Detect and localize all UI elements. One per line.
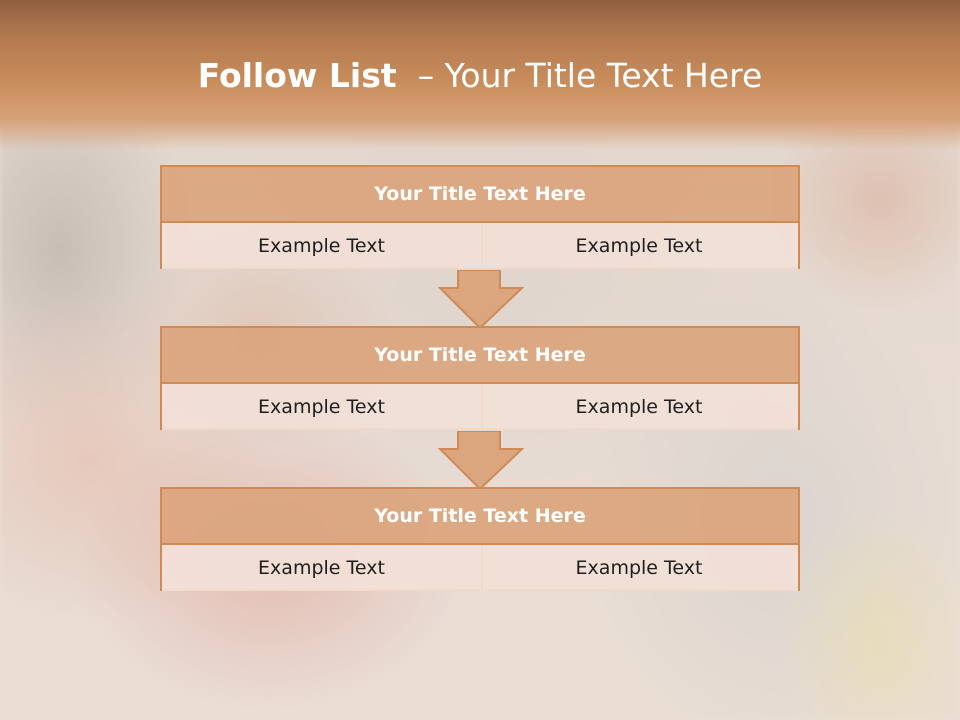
step-3-right-text: Example Text [480,545,798,591]
down-arrow-icon [438,270,524,330]
step-1-right-text: Example Text [480,223,798,269]
step-3-left-text: Example Text [162,545,483,591]
step-block-1: Your Title Text Here Example Text Exampl… [160,165,800,269]
slide-title-rest: – Your Title Text Here [417,56,763,95]
step-block-3: Your Title Text Here Example Text Exampl… [160,487,800,591]
step-title-1: Your Title Text Here [162,167,798,223]
step-block-2: Your Title Text Here Example Text Exampl… [160,326,800,430]
step-2-left-text: Example Text [162,384,483,430]
step-2-right-text: Example Text [480,384,798,430]
step-title-2: Your Title Text Here [162,328,798,384]
title-banner [0,0,960,150]
slide-title-bold: Follow List [197,56,397,95]
step-title-3: Your Title Text Here [162,489,798,545]
down-arrow-icon [438,431,524,491]
step-1-left-text: Example Text [162,223,483,269]
slide-title: Follow List – Your Title Text Here [0,52,960,100]
